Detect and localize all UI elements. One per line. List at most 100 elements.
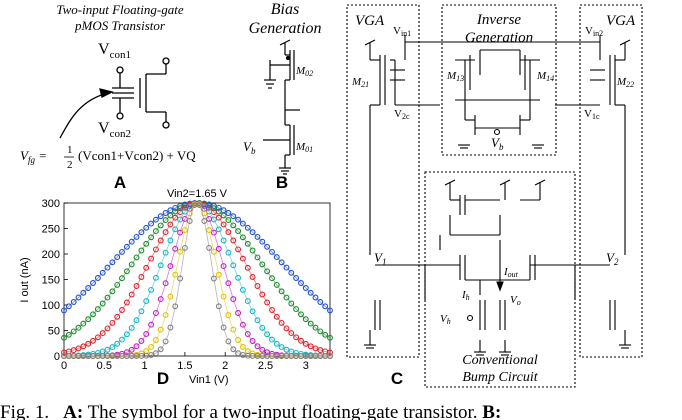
data-point xyxy=(269,275,275,282)
plot-frame xyxy=(63,202,331,357)
data-point xyxy=(273,313,280,320)
data-point xyxy=(133,283,140,289)
data-point xyxy=(259,324,266,331)
data-point xyxy=(172,245,179,252)
data-point xyxy=(109,319,116,326)
data-point xyxy=(157,262,164,269)
vin1-label: Vin1 xyxy=(393,25,411,38)
data-point xyxy=(288,330,295,337)
v1-label: V1 xyxy=(374,250,386,267)
data-point xyxy=(317,299,324,305)
data-point xyxy=(249,338,256,344)
v1c-label: V1c xyxy=(584,108,600,121)
data-point xyxy=(128,238,135,245)
data-point xyxy=(152,274,159,281)
data-point xyxy=(230,262,237,269)
data-point xyxy=(307,320,314,327)
data-point xyxy=(172,271,179,278)
data-point xyxy=(143,264,150,271)
data-point xyxy=(225,249,232,256)
data-point xyxy=(104,346,111,353)
data-point xyxy=(244,224,251,231)
data-point xyxy=(167,324,174,331)
data-point xyxy=(157,213,164,220)
panel-d-letter: D xyxy=(157,369,169,388)
data-point xyxy=(177,275,184,282)
data-point xyxy=(264,243,271,250)
vga-right-label: VGA xyxy=(606,13,636,29)
vin2-label: Vin2 xyxy=(585,25,603,38)
data-point xyxy=(65,331,72,338)
data-point xyxy=(148,286,155,293)
data-point xyxy=(167,293,174,300)
data-point xyxy=(85,285,92,291)
data-point xyxy=(99,300,106,307)
x-axis-label: Vin1 (V) xyxy=(189,374,229,386)
data-point xyxy=(225,280,232,287)
data-point xyxy=(181,227,188,234)
floating-gate-transistor-symbol xyxy=(59,57,170,139)
data-point xyxy=(152,246,159,253)
data-point xyxy=(327,307,333,314)
data-point xyxy=(157,296,164,303)
x-tick-label: 0 xyxy=(61,360,67,372)
data-point xyxy=(181,244,188,251)
panel-c-labels: VGA VGA Inverse Generation Vin1 Vin2 M21… xyxy=(351,12,636,388)
data-point xyxy=(302,316,309,323)
vfg-equation: Vfg = xyxy=(20,148,47,165)
data-point xyxy=(90,311,96,318)
data-point xyxy=(172,214,179,221)
v2c-label: V2c xyxy=(394,108,410,121)
data-point xyxy=(278,319,285,326)
data-point xyxy=(61,307,67,314)
data-point xyxy=(167,212,174,219)
data-point xyxy=(215,303,222,310)
data-point xyxy=(186,210,193,217)
data-point xyxy=(123,268,130,275)
data-point xyxy=(196,202,203,209)
data-point xyxy=(293,334,300,341)
chart-title: Vin2=1.65 V xyxy=(167,188,228,200)
vcon1-label: Vcon1 xyxy=(98,41,131,61)
x-tick-label: 1 xyxy=(142,360,148,372)
data-point xyxy=(75,324,82,331)
data-point xyxy=(239,286,246,293)
data-point xyxy=(177,248,184,255)
data-point xyxy=(283,346,290,353)
data-point xyxy=(264,331,271,338)
data-point xyxy=(157,222,164,229)
m02-label: M02 xyxy=(295,65,313,78)
inverse-label-1: Inverse xyxy=(476,12,521,28)
data-point xyxy=(75,294,82,301)
data-point xyxy=(210,275,217,282)
data-point xyxy=(269,336,275,343)
eq-paren: (Vcon1+Vcon2) + VQ xyxy=(78,148,196,163)
fit-line xyxy=(63,202,331,353)
data-point xyxy=(264,299,271,306)
data-point xyxy=(235,246,242,253)
data-point xyxy=(206,215,213,222)
inverse-label-2: Generation xyxy=(465,30,533,46)
data-point xyxy=(148,321,155,328)
data-point xyxy=(123,349,130,356)
data-point xyxy=(143,331,150,337)
data-point xyxy=(133,343,140,350)
data-point xyxy=(65,303,72,310)
data-point xyxy=(283,325,290,332)
data-point xyxy=(133,254,140,261)
data-point xyxy=(259,291,266,298)
data-point xyxy=(85,340,92,347)
data-point xyxy=(249,229,256,236)
data-point xyxy=(235,310,242,316)
data-point xyxy=(177,229,184,236)
data-point xyxy=(302,285,309,291)
data-point xyxy=(104,325,111,332)
data-point xyxy=(80,343,87,350)
data-point xyxy=(172,303,179,310)
data-point xyxy=(181,208,188,215)
vo-label: Vo xyxy=(510,294,521,307)
data-point xyxy=(162,338,169,345)
data-point xyxy=(225,229,232,236)
data-point xyxy=(312,324,319,331)
